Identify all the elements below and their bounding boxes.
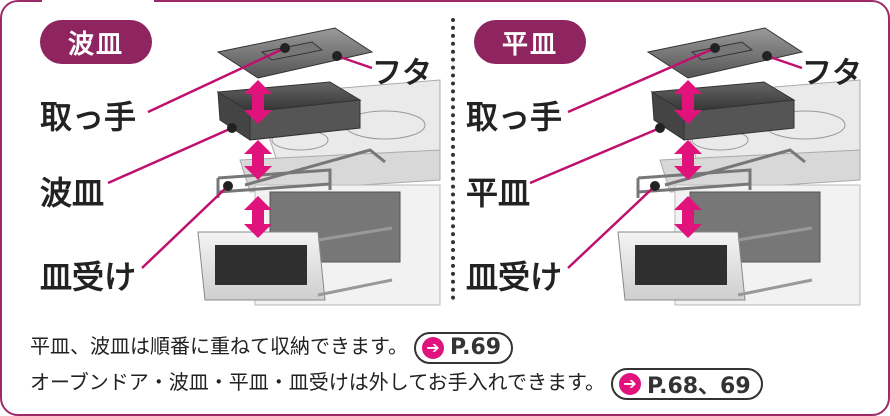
right-illustration: [529, 27, 861, 306]
right-receiver-label: 皿受け: [466, 258, 563, 296]
right-handle-label: 取っ手: [466, 98, 563, 136]
frame-gap: [42, 0, 154, 14]
arrow-right-icon: ➔: [619, 372, 641, 395]
left-handle-label: 取っ手: [40, 98, 137, 136]
note-cleaning: オーブンドア・波皿・平皿・皿受けは外してお手入れできます。 ➔ P.68、69: [30, 366, 763, 400]
left-tray-label: 波皿: [40, 174, 105, 212]
arrow-right-icon: ➔: [422, 336, 444, 359]
page-reference-link[interactable]: ➔ P.68、69: [611, 367, 763, 400]
left-lid-label: フタ: [372, 56, 432, 91]
note-storage-text: 平皿、波皿は順番に重ねて収納できます。: [30, 334, 408, 358]
left-illustration: [107, 27, 441, 306]
wave-tray-badge: 波皿: [40, 20, 152, 64]
flat-tray-badge: 平皿: [474, 20, 586, 64]
right-tray-label: 平皿: [466, 174, 531, 212]
page-reference-text: P.68、69: [647, 373, 751, 399]
left-receiver-label: 皿受け: [40, 258, 137, 296]
note-cleaning-text: オーブンドア・波皿・平皿・皿受けは外してお手入れできます。: [30, 370, 605, 394]
section-divider: [451, 18, 455, 300]
note-storage: 平皿、波皿は順番に重ねて収納できます。 ➔ P.69: [30, 330, 514, 364]
right-lid-label: フタ: [802, 56, 862, 91]
page-reference-link[interactable]: ➔ P.69: [414, 331, 514, 364]
page-reference-text: P.69: [450, 335, 502, 360]
